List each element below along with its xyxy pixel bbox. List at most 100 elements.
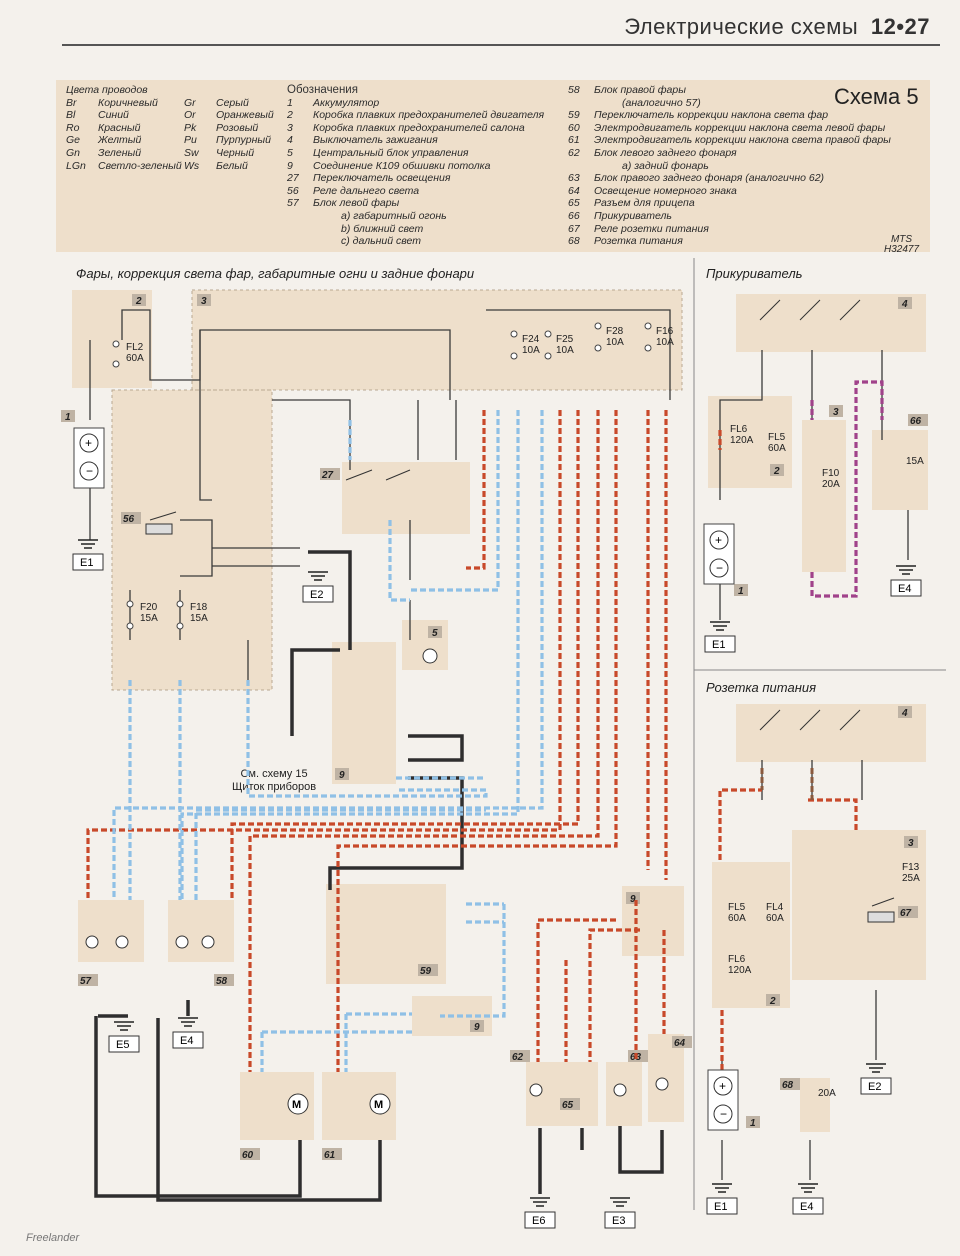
ground-label: E4	[898, 583, 911, 595]
designation-number: 9	[287, 159, 293, 172]
designation-item: а) габаритный огонь	[287, 210, 557, 223]
svg-text:62: 62	[512, 1052, 524, 1063]
designation-text: Коробка плавких предохранителей салона	[313, 121, 525, 134]
ground-icon: E4	[890, 565, 922, 597]
fuse-rating: 10A	[556, 345, 574, 356]
box-3-socket	[792, 830, 926, 980]
section-title-main: Фары, коррекция света фар, габаритные ог…	[76, 266, 475, 281]
designation-item: с) дальний свет	[287, 235, 557, 248]
motor-symbols: M M	[287, 1093, 391, 1115]
ground-icon: E4	[792, 1183, 824, 1215]
box-tags: 2 3 1 27 56 5 9 59 57 58 9 9 60 61 62 65…	[61, 294, 928, 1161]
fuse-label: F24	[522, 334, 540, 345]
wire-color-name: Зеленый	[98, 146, 142, 159]
svg-text:9: 9	[339, 770, 345, 781]
box-66	[872, 430, 928, 510]
designation-text: а) задний фонарь	[622, 159, 709, 172]
designation-number: 68	[568, 235, 580, 248]
svg-text:2: 2	[773, 466, 780, 477]
svg-text:67: 67	[900, 908, 912, 919]
wire-color-code: Pk	[184, 121, 197, 134]
designation-number: 61	[568, 134, 580, 147]
svg-text:9: 9	[630, 894, 636, 905]
fuse-label: FL2	[126, 342, 144, 353]
box-65	[562, 1062, 598, 1126]
designation-number: 65	[568, 197, 580, 210]
wire-color-code: LGn	[66, 159, 86, 172]
ground-label: E2	[310, 589, 323, 601]
note-line2: Щиток приборов	[232, 781, 317, 793]
fuse-label: FL6	[728, 954, 746, 965]
box-4-top	[736, 294, 926, 352]
svg-text:1: 1	[750, 1118, 756, 1129]
fuse-label: F28	[606, 326, 624, 337]
box-64	[648, 1034, 684, 1122]
designation-number: 64	[568, 184, 580, 197]
lamp-symbols	[85, 648, 669, 1097]
designation-text: а) габаритный огонь	[341, 209, 447, 222]
ground-icon: E4	[172, 1017, 204, 1049]
wire-color-name: Пурпурный	[216, 134, 271, 147]
box-2-socket	[712, 862, 790, 1008]
ground-icon: E2	[860, 1063, 892, 1095]
scheme-title: Схема 5	[834, 84, 919, 109]
designation-text: Прикуриватель	[594, 209, 672, 222]
fuse-rating: 120A	[730, 435, 754, 446]
ground-label: E1	[712, 639, 725, 651]
designation-number: 1	[287, 96, 293, 109]
wire-color-code: Ws	[184, 159, 200, 172]
designation-number: 27	[287, 172, 299, 185]
designation-text: с) дальний свет	[341, 235, 421, 248]
header-title: Электрические схемы	[624, 14, 859, 39]
purple-wires	[810, 380, 884, 598]
fuse-label: FL5	[728, 902, 746, 913]
fuse-rating: 15A	[140, 613, 158, 624]
designation-number: 5	[287, 146, 293, 159]
ground-label: E1	[714, 1201, 727, 1213]
legend-panel	[56, 80, 930, 252]
svg-text:60: 60	[242, 1150, 254, 1161]
fuse-rating: 120A	[728, 965, 752, 976]
battery-symbols: + − + − + −	[73, 427, 739, 1131]
wire-color-name: Желтый	[98, 134, 142, 147]
wire-color-code: Sw	[184, 146, 199, 159]
fuse-rating: 60A	[728, 913, 746, 924]
svg-text:+: +	[85, 436, 92, 450]
wire-color-code: Gn	[66, 146, 81, 159]
designation-text: Электродвигатель коррекции наклона света…	[594, 134, 891, 147]
wire-color-name: Черный	[216, 146, 255, 159]
ground-label: E6	[532, 1215, 545, 1227]
note-line1: См. схему 15	[240, 768, 308, 780]
box-9a	[332, 642, 396, 784]
box-3-top	[192, 290, 682, 390]
wire-color-name: Светло-зеленый	[98, 159, 182, 172]
designation-text: b) ближний свет	[341, 222, 424, 235]
red-wires	[86, 410, 858, 1072]
wire-color-row: Gn Зеленый Sw Черный	[66, 147, 276, 160]
svg-text:61: 61	[324, 1150, 336, 1161]
designation-text: (аналогично 57)	[622, 96, 701, 109]
page-header: Электрические схемы 12•27	[624, 14, 930, 40]
fuse-label: F16	[656, 326, 674, 337]
svg-text:2: 2	[769, 996, 776, 1007]
svg-text:−: −	[86, 464, 93, 478]
fuse-label: FL6	[730, 424, 748, 435]
svg-text:−: −	[716, 561, 723, 575]
designation-text: Выключатель зажигания	[313, 134, 438, 147]
wire-color-code: Gr	[184, 96, 196, 109]
footer-model: Freelander	[26, 1232, 80, 1244]
wire-color-legend-title: Цвета проводов	[66, 84, 148, 96]
designation-number: 59	[568, 109, 580, 122]
fuse-rating: 15A	[190, 613, 208, 624]
svg-text:65: 65	[562, 1100, 574, 1111]
